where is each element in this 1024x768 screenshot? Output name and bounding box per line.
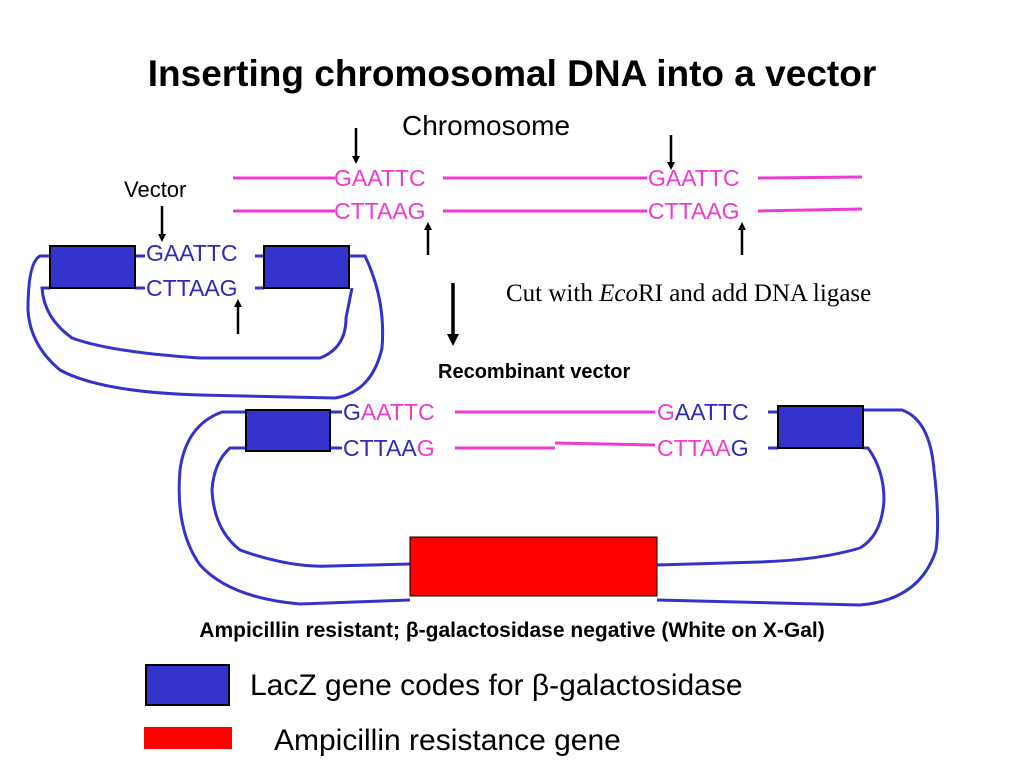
legend-swatch-amp (144, 727, 232, 749)
recombinant-label: Recombinant vector (438, 361, 631, 383)
lacz-block-recomb-right (777, 405, 864, 449)
cut-site-arrows (158, 128, 746, 346)
chromosome-site-1-bottom: CTTAAG (334, 198, 426, 224)
amp-resistance-block (409, 536, 658, 597)
chromosome-site-2-bottom: CTTAAG (648, 198, 740, 224)
result-caption: Ampicillin resistant; β-galactosidase ne… (199, 619, 825, 642)
lacz-block-right (263, 245, 350, 289)
vector-plasmid (26, 245, 385, 400)
chromosome-dna (233, 175, 863, 213)
vector-site-top: GAATTC (146, 240, 238, 266)
legend-label-lacz: LacZ gene codes for β-galactosidase (250, 669, 743, 702)
legend-swatch-lacz (145, 664, 230, 706)
recombinant-site-1-top: GAATTC (343, 399, 435, 425)
recombinant-plasmid (177, 405, 940, 607)
chromosome-label: Chromosome (402, 110, 571, 141)
recombinant-site-1-bottom: CTTAAG (343, 435, 435, 461)
recombinant-site-2-top: GAATTC (657, 399, 749, 425)
page-title: Inserting chromosomal DNA into a vector (147, 53, 877, 94)
vector-site-bottom: CTTAAG (146, 275, 238, 301)
cut-instruction: Cut with EcoRI and add DNA ligase (506, 280, 872, 307)
lacz-block-recomb-left (245, 409, 331, 452)
legend-label-amp: Ampicillin resistance gene (274, 724, 621, 757)
chromosome-site-2-top: GAATTC (648, 165, 740, 191)
lacz-block-left (49, 245, 136, 289)
chromosome-site-1-top: GAATTC (334, 165, 426, 191)
vector-label: Vector (124, 177, 187, 202)
recombinant-site-2-bottom: CTTAAG (657, 435, 749, 461)
